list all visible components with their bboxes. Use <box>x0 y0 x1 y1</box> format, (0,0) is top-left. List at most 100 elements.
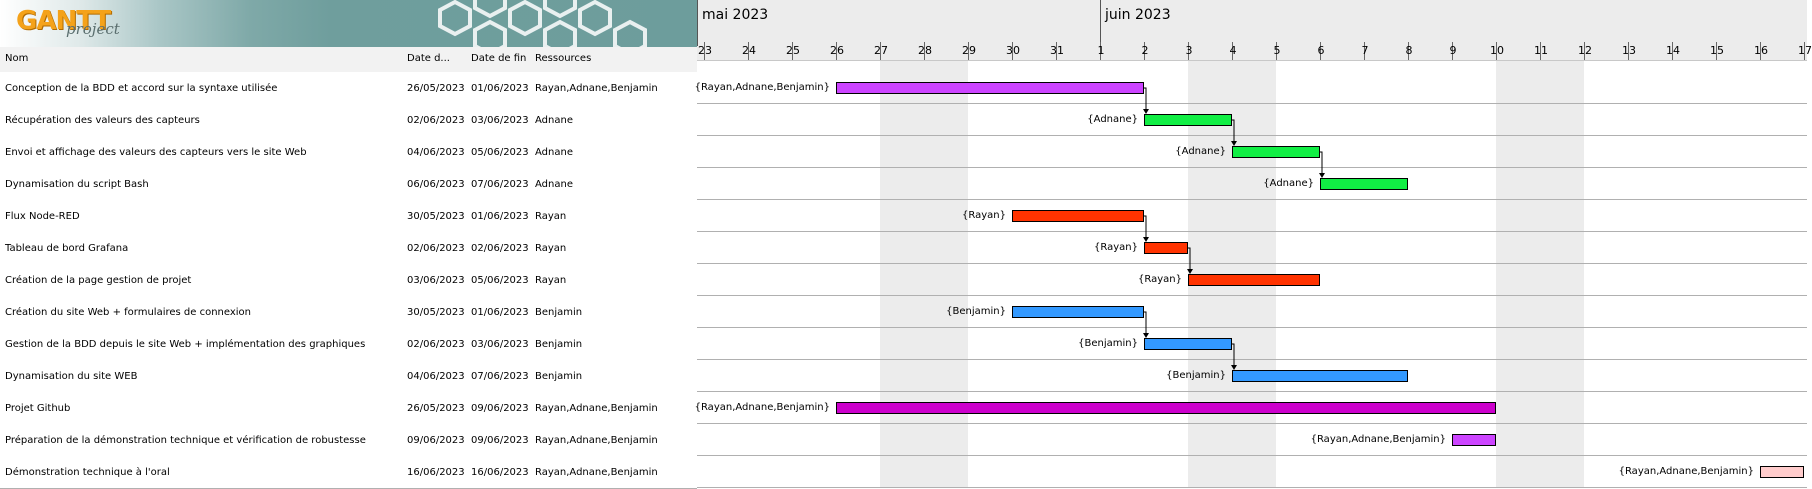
dependency-arrowhead <box>1143 109 1149 114</box>
dependency-line <box>1188 247 1191 273</box>
task-name-cell: Conception de la BDD et accord sur la sy… <box>5 83 278 94</box>
task-bar[interactable] <box>1012 210 1144 222</box>
task-name-cell: Création du site Web + formulaires de co… <box>5 307 252 318</box>
task-bar-label: {Adnane} <box>1175 146 1226 157</box>
dependency-arrowhead <box>1187 269 1193 274</box>
column-header-start-date[interactable]: Date d... <box>407 53 450 64</box>
table-row[interactable]: Création du site Web + formulaires de co… <box>0 296 697 329</box>
row-gridline <box>697 327 1807 328</box>
task-bar[interactable] <box>836 402 1496 414</box>
dependency-line <box>1144 311 1147 337</box>
task-bar[interactable] <box>1320 178 1408 190</box>
dependency-arrowhead <box>1143 237 1149 242</box>
task-start-date-cell: 30/05/2023 <box>407 307 465 318</box>
task-bar-label: {Benjamin} <box>1078 338 1138 349</box>
day-tick <box>1716 42 1717 60</box>
row-gridline <box>697 135 1807 136</box>
day-tick <box>1100 42 1101 60</box>
task-bar[interactable] <box>1232 146 1320 158</box>
row-gridline <box>697 167 1807 168</box>
day-tick <box>1320 42 1321 60</box>
task-name-cell: Préparation de la démonstration techniqu… <box>5 435 366 446</box>
task-bar[interactable] <box>1452 434 1496 446</box>
task-resources-cell: Rayan <box>535 243 567 254</box>
day-tick <box>1672 42 1673 60</box>
day-label: 17 <box>1798 44 1812 57</box>
task-name-cell: Démonstration technique à l'oral <box>5 467 170 478</box>
day-tick <box>1012 42 1013 60</box>
table-row[interactable]: Gestion de la BDD depuis le site Web + i… <box>0 328 697 361</box>
task-bar[interactable] <box>836 82 1144 94</box>
task-start-date-cell: 26/05/2023 <box>407 83 465 94</box>
task-resources-cell: Rayan,Adnane,Benjamin <box>535 467 658 478</box>
table-row[interactable]: Envoi et affichage des valeurs des capte… <box>0 136 697 169</box>
task-bar[interactable] <box>1760 466 1804 478</box>
task-end-date-cell: 03/06/2023 <box>471 115 529 126</box>
task-name-cell: Création de la page gestion de projet <box>5 275 192 286</box>
month-label-juin: juin 2023 <box>1105 7 1171 23</box>
day-tick <box>748 42 749 60</box>
row-gridline <box>697 263 1807 264</box>
day-label: 10 <box>1490 44 1504 57</box>
task-name-cell: Tableau de bord Grafana <box>5 243 129 254</box>
day-tick <box>1364 42 1365 60</box>
day-tick <box>1496 42 1497 60</box>
table-row[interactable]: Tableau de bord Grafana 02/06/2023 02/06/2… <box>0 232 697 265</box>
task-start-date-cell: 02/06/2023 <box>407 243 465 254</box>
task-bar[interactable] <box>1012 306 1144 318</box>
task-bar-label: {Benjamin} <box>946 306 1006 317</box>
task-bar[interactable] <box>1144 242 1188 254</box>
task-name-cell: Flux Node-RED <box>5 211 80 222</box>
task-bar[interactable] <box>1188 274 1320 286</box>
row-gridline <box>697 199 1807 200</box>
task-bar[interactable] <box>1144 114 1232 126</box>
day-label: 29 <box>962 44 976 57</box>
dependency-line <box>1320 151 1323 177</box>
day-label: 5 <box>1273 44 1281 57</box>
task-start-date-cell: 09/06/2023 <box>407 435 465 446</box>
day-label: 26 <box>830 44 844 57</box>
task-end-date-cell: 01/06/2023 <box>471 307 529 318</box>
task-bar-label: {Benjamin} <box>1166 370 1226 381</box>
hexagon-pattern <box>438 0 647 57</box>
day-tick <box>924 42 925 60</box>
task-end-date-cell: 07/06/2023 <box>471 371 529 382</box>
day-label: 3 <box>1185 44 1193 57</box>
task-end-date-cell: 05/06/2023 <box>471 275 529 286</box>
day-label: 27 <box>874 44 888 57</box>
task-end-date-cell: 02/06/2023 <box>471 243 529 254</box>
day-tick <box>1276 42 1277 60</box>
column-header-resources[interactable]: Ressources <box>535 53 592 64</box>
task-bar[interactable] <box>1144 338 1232 350</box>
column-header-name[interactable]: Nom <box>5 53 29 64</box>
month-divider <box>1100 0 1101 46</box>
dependency-arrows <box>1143 87 1325 370</box>
day-label: 12 <box>1578 44 1592 57</box>
task-bar-label: {Adnane} <box>1087 114 1138 125</box>
row-gridline <box>697 487 1807 488</box>
column-header-end-date[interactable]: Date de fin <box>471 53 527 64</box>
task-bar-label: {Rayan,Adnane,Benjamin} <box>1310 434 1446 445</box>
day-tick <box>1188 42 1189 60</box>
day-label: 24 <box>742 44 756 57</box>
dependency-line <box>1144 215 1147 241</box>
task-bar[interactable] <box>1232 370 1408 382</box>
row-gridline <box>697 455 1807 456</box>
task-table: Conception de la BDD et accord sur la sy… <box>0 0 697 489</box>
weekend-band <box>880 61 968 487</box>
task-start-date-cell: 06/06/2023 <box>407 179 465 190</box>
dependency-arrowhead <box>1143 333 1149 338</box>
table-row[interactable]: Préparation de la démonstration techniqu… <box>0 424 697 457</box>
day-label: 1 <box>1097 44 1105 57</box>
task-start-date-cell: 02/06/2023 <box>407 339 465 350</box>
table-row[interactable]: Conception de la BDD et accord sur la sy… <box>0 72 697 105</box>
